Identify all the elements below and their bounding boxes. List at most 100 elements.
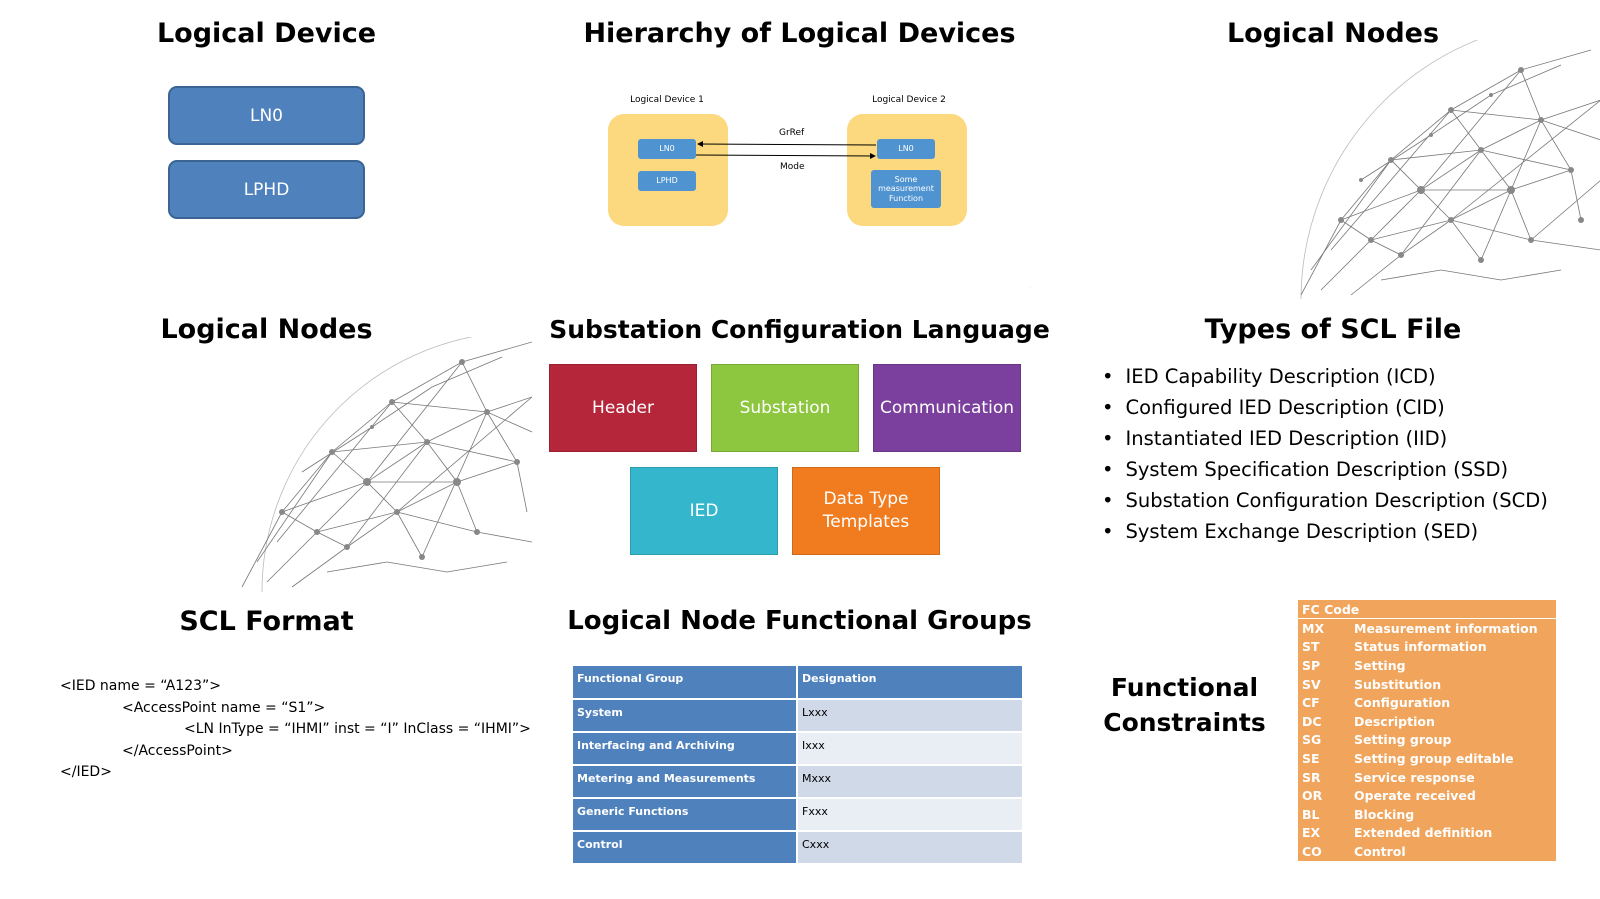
slide-functional-groups: Logical Node Functional Groups Functiona…	[533, 598, 1066, 899]
fc-description: Control	[1354, 843, 1406, 859]
fc-code: SE	[1302, 750, 1320, 766]
table-row: Control Cxxx	[573, 831, 1022, 865]
table-cell: Mxxx	[797, 765, 1022, 799]
table-cell: Metering and Measurements	[573, 765, 798, 799]
slide-scl-format: SCL Format <IED name = “A123”> <AccessPo…	[0, 598, 533, 899]
fc-code: ST	[1302, 639, 1320, 655]
list-item: System Exchange Description (SED)	[1102, 516, 1548, 547]
header-box: Header	[549, 364, 697, 452]
table-header-cell: Functional Group	[573, 666, 798, 700]
fc-code: CF	[1302, 695, 1320, 711]
slide-title: Logical Device	[156, 18, 377, 49]
grref-arrow	[697, 141, 877, 148]
functional-groups-table: Functional Group Designation System Lxxx…	[573, 666, 1022, 865]
arrows	[695, 141, 877, 159]
list-item: Instantiated IED Description (IID)	[1102, 423, 1548, 454]
slide-title: Functional Constraints	[1092, 670, 1277, 740]
fc-description: Service response	[1354, 769, 1475, 785]
code-line: <IED name = “A123”>	[60, 678, 221, 694]
table-cell: Generic Functions	[573, 798, 798, 832]
device1-block: LN0 LPHD	[608, 114, 728, 226]
box-line: Data Type	[823, 489, 909, 510]
fc-description: Measurement information	[1354, 620, 1538, 636]
fc-description: Description	[1354, 713, 1435, 729]
slide-scl-types: Types of SCL File IED Capability Descrip…	[1066, 299, 1600, 598]
fc-description: Operate received	[1354, 788, 1476, 804]
device1-ln0: LN0	[638, 139, 696, 159]
function-line: Some	[894, 174, 918, 184]
function-line: Function	[888, 193, 924, 203]
data-type-templates-box: Data Type Templates	[792, 467, 940, 555]
code-line: </IED>	[60, 764, 112, 780]
fc-description: Setting	[1354, 657, 1406, 673]
code-line: <LN InType = “IHMI” inst = “I” InClass =…	[184, 721, 531, 737]
slide-logical-nodes-2: Logical Nodes	[0, 299, 533, 598]
table-row: Interfacing and Archiving Ixxx	[573, 732, 1022, 766]
fc-description: Extended definition	[1354, 825, 1493, 841]
slide-functional-constraints: Functional Constraints FC Code MX Measure…	[1066, 598, 1600, 899]
slide-title: Hierarchy of Logical Devices	[583, 18, 1016, 49]
table-row: MX Measurement information	[1298, 619, 1556, 638]
box-line: Templates	[822, 512, 910, 532]
function-line: measurement	[878, 184, 934, 194]
table-row: Metering and Measurements Mxxx	[573, 765, 1022, 799]
table-row: EX Extended definition	[1298, 824, 1556, 843]
grref-label: GrRef	[779, 128, 805, 138]
table-row: Generic Functions Fxxx	[573, 798, 1022, 832]
table-row: BL Blocking	[1298, 805, 1556, 824]
table-row: SE Setting group editable	[1298, 749, 1556, 768]
fc-table-header: FC Code	[1298, 600, 1556, 619]
scl-code: <IED name = “A123”> <AccessPoint name = …	[60, 676, 531, 784]
slide-scl: Substation Configuration Language Header…	[533, 299, 1066, 598]
slide-hierarchy: Hierarchy of Logical Devices Logical Dev…	[533, 0, 1066, 299]
list-item: IED Capability Description (ICD)	[1102, 361, 1548, 392]
table-cell: System	[573, 699, 798, 733]
title-line: Functional	[1110, 673, 1259, 702]
watermark: ·	[1030, 285, 1032, 291]
slide-title: SCL Format	[179, 606, 354, 637]
fc-code: SG	[1302, 732, 1322, 748]
fc-description: Setting group editable	[1354, 750, 1514, 766]
fc-code: DC	[1302, 713, 1322, 729]
fc-code: SR	[1302, 769, 1321, 785]
table-row: SP Setting	[1298, 656, 1556, 675]
fc-code: MX	[1302, 620, 1325, 636]
slide-title: Substation Configuration Language	[549, 315, 1050, 344]
communication-box: Communication	[873, 364, 1021, 452]
device1-caption: Logical Device 1	[630, 95, 704, 105]
table-cell: Cxxx	[797, 831, 1022, 865]
fc-description: Setting group	[1354, 732, 1452, 748]
list-item: Substation Configuration Description (SC…	[1102, 485, 1548, 516]
table-row: SR Service response	[1298, 768, 1556, 787]
table-header-cell: Designation	[797, 666, 1022, 700]
mode-label: Mode	[780, 162, 805, 172]
code-line: <AccessPoint name = “S1”>	[122, 699, 326, 716]
slide-title: Logical Nodes	[160, 314, 373, 345]
mode-arrow	[695, 152, 876, 159]
table-row: System Lxxx	[573, 699, 1022, 733]
code-line: </AccessPoint>	[122, 742, 233, 759]
fc-description: Substitution	[1354, 676, 1442, 692]
device2-ln0: LN0	[877, 139, 935, 159]
fc-code: SP	[1302, 657, 1321, 673]
table-cell: Lxxx	[797, 699, 1022, 733]
table-cell: Interfacing and Archiving	[573, 732, 798, 766]
slide-logical-device: Logical Device LN0 LPHD	[0, 0, 533, 299]
device2-caption: Logical Device 2	[872, 95, 946, 105]
slide-logical-nodes-1: Logical Nodes	[1066, 0, 1600, 299]
table-row: DC Description	[1298, 712, 1556, 731]
fc-code: EX	[1302, 825, 1321, 841]
device1-lphd: LPHD	[638, 171, 696, 191]
fc-description: Blocking	[1354, 806, 1415, 822]
substation-box: Substation	[711, 364, 859, 452]
fc-code: BL	[1302, 806, 1320, 822]
network-sphere-image	[1300, 40, 1600, 299]
fc-description: Configuration	[1354, 695, 1451, 711]
network-sphere-image	[241, 337, 532, 592]
title-line: Constraints	[1103, 708, 1266, 737]
